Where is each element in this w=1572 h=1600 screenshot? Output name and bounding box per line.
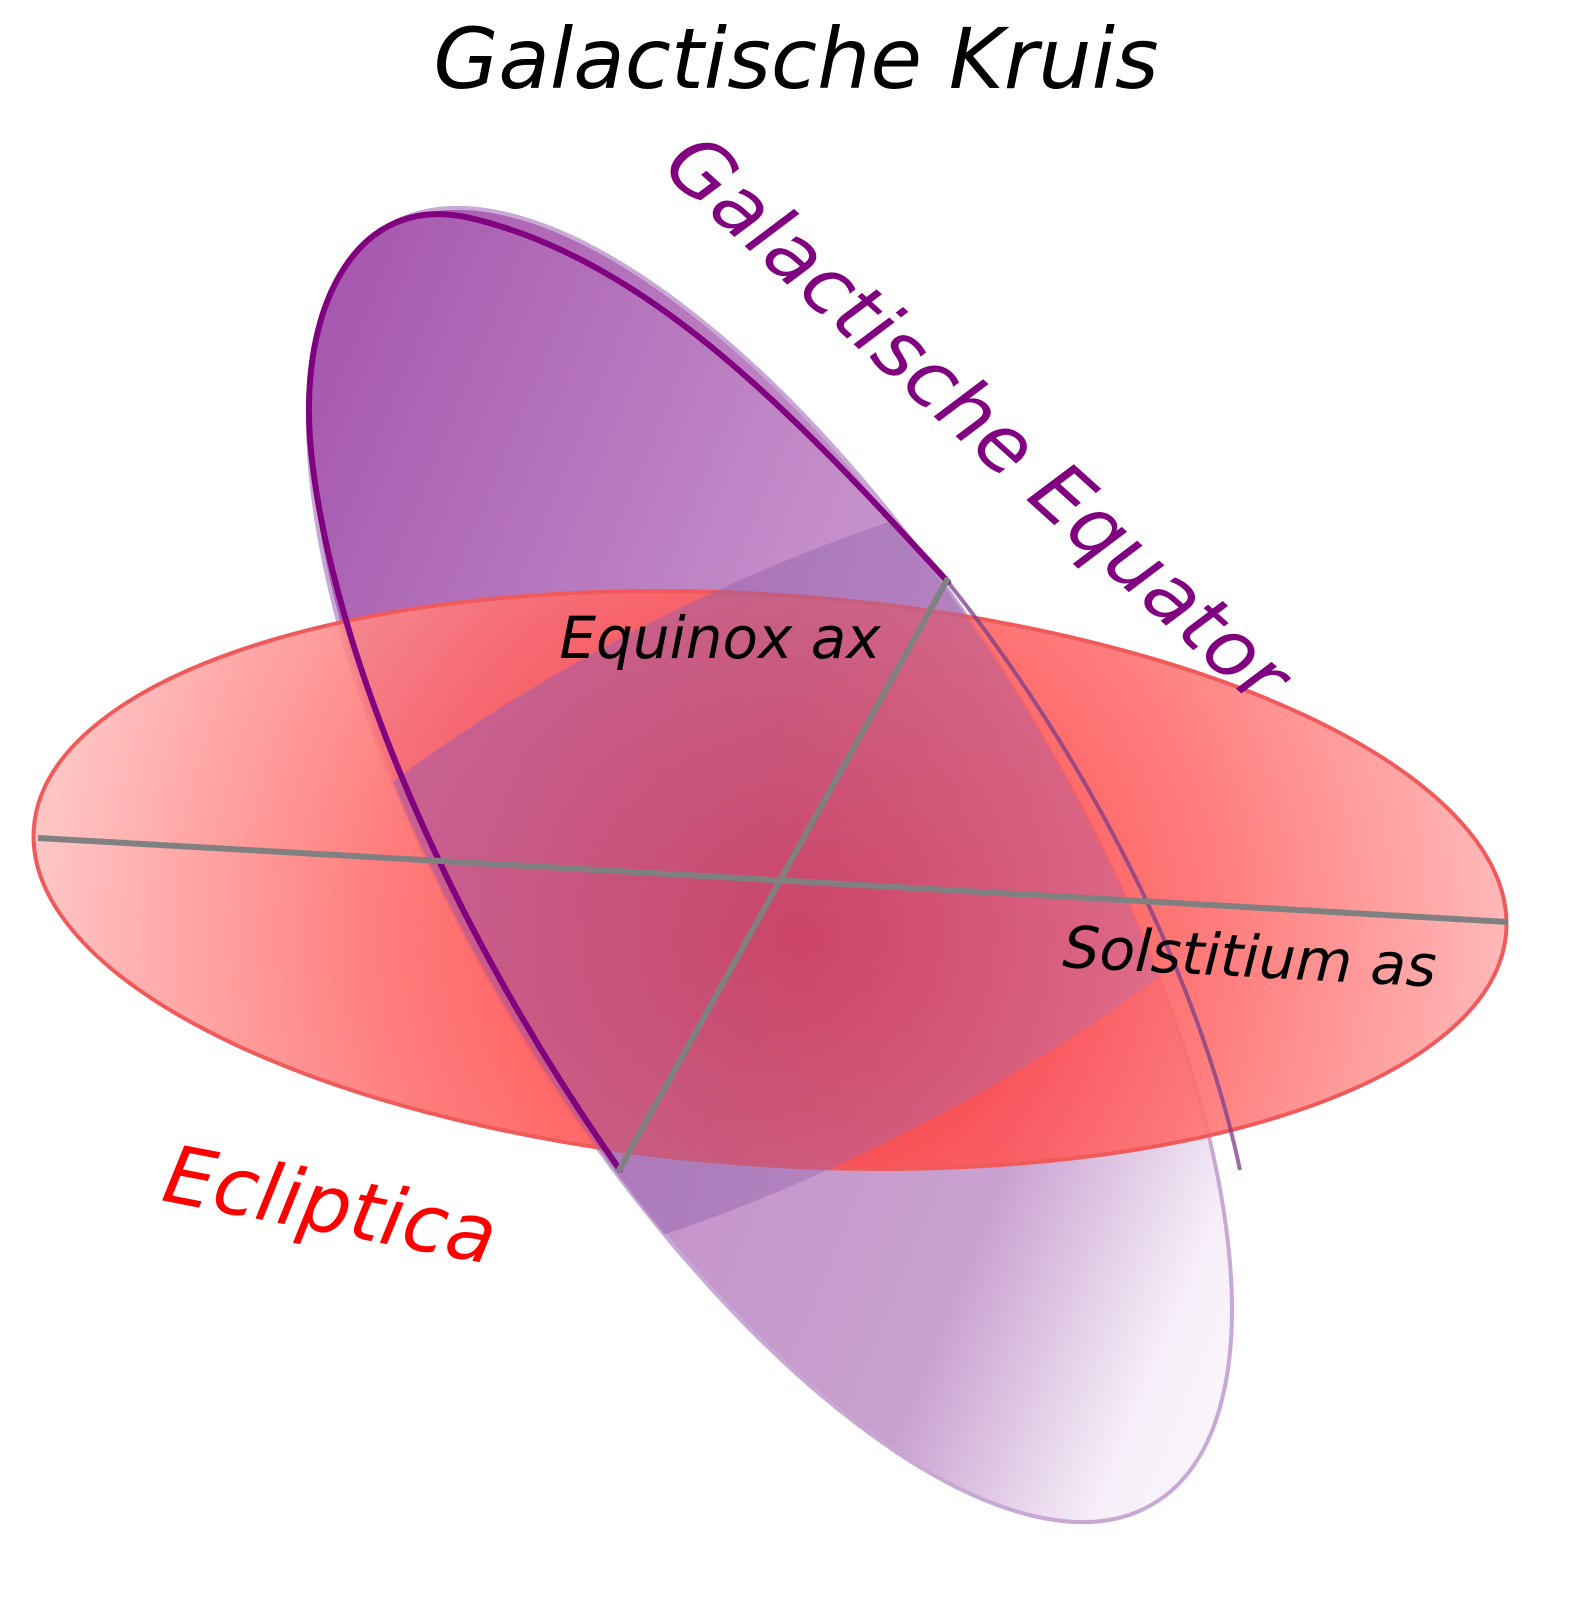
equinox-axis-label: Equinox ax [559, 604, 881, 672]
galactic-equator-rim-lower [946, 580, 1242, 1171]
equinox-axis-line [615, 576, 951, 1174]
galactic-equator-rim [306, 211, 951, 1173]
diagram-title: Galactische Kruis [433, 10, 1158, 108]
ecliptic-label: Ecliptica [156, 1127, 504, 1282]
solstice-axis-line [37, 835, 1509, 925]
